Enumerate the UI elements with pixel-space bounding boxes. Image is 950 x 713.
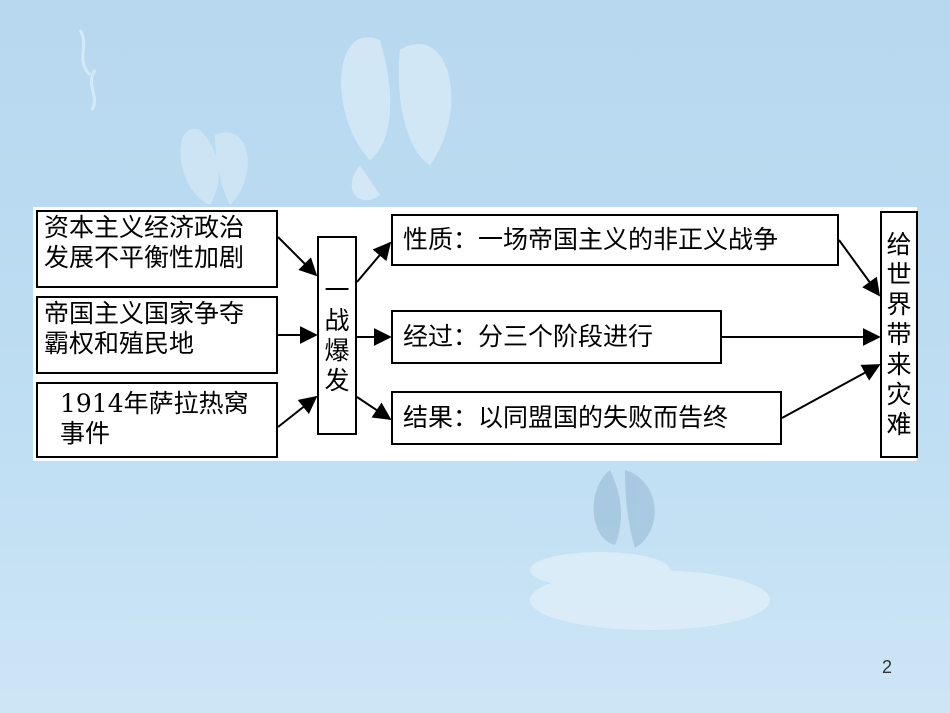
page-number: 2 bbox=[881, 657, 892, 677]
butterfly-icon bbox=[341, 37, 452, 201]
outcome-char: 给 bbox=[886, 229, 912, 259]
outcome-box-disaster: 给 世 界 带 来 灾 难 bbox=[880, 211, 918, 458]
center-char: 一 bbox=[324, 275, 350, 305]
cause-box-hegemony: 帝国主义国家争夺 霸权和殖民地 bbox=[36, 296, 278, 374]
center-char: 战 bbox=[324, 305, 350, 335]
result-text: 性质：一场帝国主义的非正义战争 bbox=[403, 225, 779, 254]
arrow-result1-to-outcome bbox=[838, 239, 881, 297]
result-text: 结果：以同盟国的失败而告终 bbox=[403, 403, 729, 432]
diagram-panel: 资本主义经济政治 发展不平衡性加剧 帝国主义国家争夺 霸权和殖民地 1914年萨… bbox=[33, 207, 918, 461]
diagram-arrows bbox=[277, 236, 881, 428]
cause-box-sarajevo: 1914年萨拉热窝 事件 bbox=[36, 382, 278, 458]
outcome-char: 难 bbox=[886, 409, 912, 439]
cause-text-line: 霸权和殖民地 bbox=[44, 329, 195, 358]
result-box-outcome: 结果：以同盟国的失败而告终 bbox=[391, 391, 782, 445]
center-box-war-outbreak: 一 战 爆 发 bbox=[317, 236, 357, 435]
arrow-cause3-to-center bbox=[277, 395, 318, 428]
center-char: 发 bbox=[324, 365, 350, 395]
butterfly-lower-icon bbox=[593, 470, 655, 548]
result-box-process: 经过：分三个阶段进行 bbox=[391, 310, 722, 364]
outcome-char: 来 bbox=[886, 349, 912, 379]
arrow-cause1-to-center bbox=[277, 236, 318, 277]
outcome-char: 灾 bbox=[886, 379, 912, 409]
outcome-char: 带 bbox=[886, 319, 912, 349]
result-box-nature: 性质：一场帝国主义的非正义战争 bbox=[391, 214, 839, 266]
arrow-result3-to-outcome bbox=[781, 364, 881, 419]
calligraphy-mark-icon bbox=[78, 29, 97, 111]
outcome-char: 世 bbox=[886, 259, 912, 289]
cause-text-line: 发展不平衡性加剧 bbox=[44, 243, 245, 272]
result-text: 经过：分三个阶段进行 bbox=[403, 322, 654, 351]
cause-text-line: 事件 bbox=[60, 419, 111, 448]
cause-text-line: 帝国主义国家争夺 bbox=[44, 299, 245, 328]
center-char: 爆 bbox=[324, 335, 350, 365]
cause-text-line: 资本主义经济政治 bbox=[44, 213, 245, 242]
butterfly-small-icon bbox=[180, 129, 248, 205]
arrow-center-to-result1 bbox=[356, 241, 392, 283]
cause-box-economic-political: 资本主义经济政治 发展不平衡性加剧 bbox=[36, 210, 278, 288]
cause-text-line: 1914年萨拉热窝 bbox=[60, 389, 249, 418]
flower-silhouette-icon bbox=[530, 552, 770, 630]
outcome-char: 界 bbox=[886, 289, 912, 319]
arrow-center-to-result3 bbox=[356, 396, 392, 420]
